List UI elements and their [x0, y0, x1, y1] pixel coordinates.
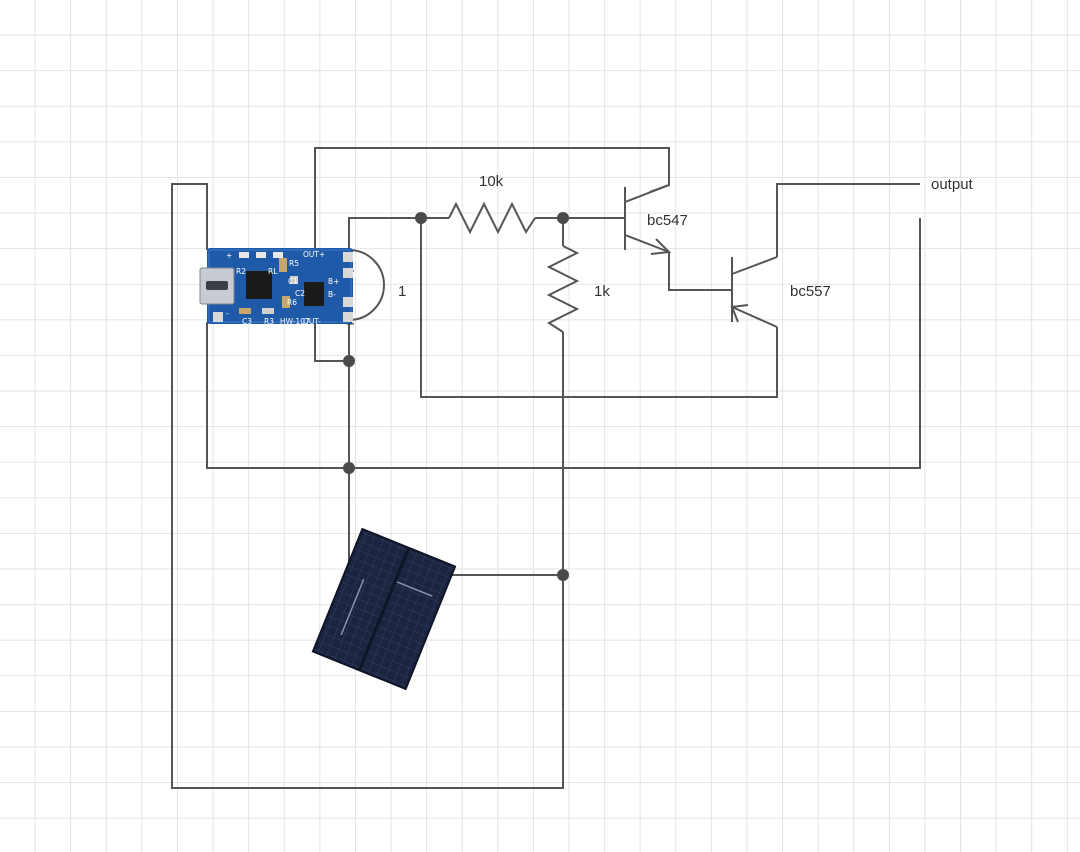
resistor-10k [448, 201, 536, 235]
wire-q2-collector-to-output [776, 183, 920, 257]
transistor-bc557-label: bc557 [790, 283, 831, 300]
resistor-1k-label: 1k [594, 283, 610, 300]
module-out-minus-label: OUT- [303, 317, 321, 326]
wire-feedback-loop [420, 218, 778, 398]
module-c1-label: C1 [288, 277, 298, 286]
output-label: output [931, 176, 974, 193]
transistor-bc557 [730, 256, 778, 328]
wire-out-plus-to-resistor [348, 217, 449, 250]
resistor-1k [546, 245, 580, 333]
module-minus-label: - [226, 309, 229, 318]
junctions [343, 212, 569, 581]
transistor-bc547 [624, 184, 672, 255]
module-b-plus-label: B+ [328, 277, 339, 286]
solar-panel [311, 527, 457, 691]
module-model-label: HW-107 [280, 317, 310, 326]
battery-minus-sign: − [346, 316, 355, 333]
module-plus-label: + [226, 251, 232, 260]
module-r6-label: R6 [287, 298, 297, 307]
module-r5-label: R5 [289, 259, 299, 268]
wire-out-minus-down [314, 322, 349, 362]
junction-dot [415, 212, 427, 224]
junction-dot [557, 212, 569, 224]
wire-outer-left-loop [171, 183, 564, 789]
junction-dot [557, 569, 569, 581]
module-out-plus-label: OUT+ [303, 250, 325, 259]
module-r2-label: R2 [236, 267, 246, 276]
resistor-10k-label: 10k [479, 173, 504, 190]
module-rl-label: RL [268, 267, 278, 276]
junction-dot [343, 462, 355, 474]
wires [171, 147, 921, 789]
wire-q1-emitter-to-q2-base [668, 252, 732, 291]
ic-chip-icon [246, 271, 272, 299]
charger-module: OUT+ OUT- B+ B- HW-107 R2 R3 R5 R6 C1 C2… [199, 248, 353, 326]
module-c2-label: C2 [295, 289, 305, 298]
battery-label: 1 [398, 283, 406, 300]
wire-ground-bus [206, 218, 921, 469]
module-r3-label: R3 [264, 317, 274, 326]
transistor-bc547-label: bc547 [647, 212, 688, 229]
junction-dot [343, 355, 355, 367]
module-c3-label: C3 [242, 317, 252, 326]
wire-top-loop [314, 147, 670, 250]
module-b-minus-label: B- [328, 290, 336, 299]
